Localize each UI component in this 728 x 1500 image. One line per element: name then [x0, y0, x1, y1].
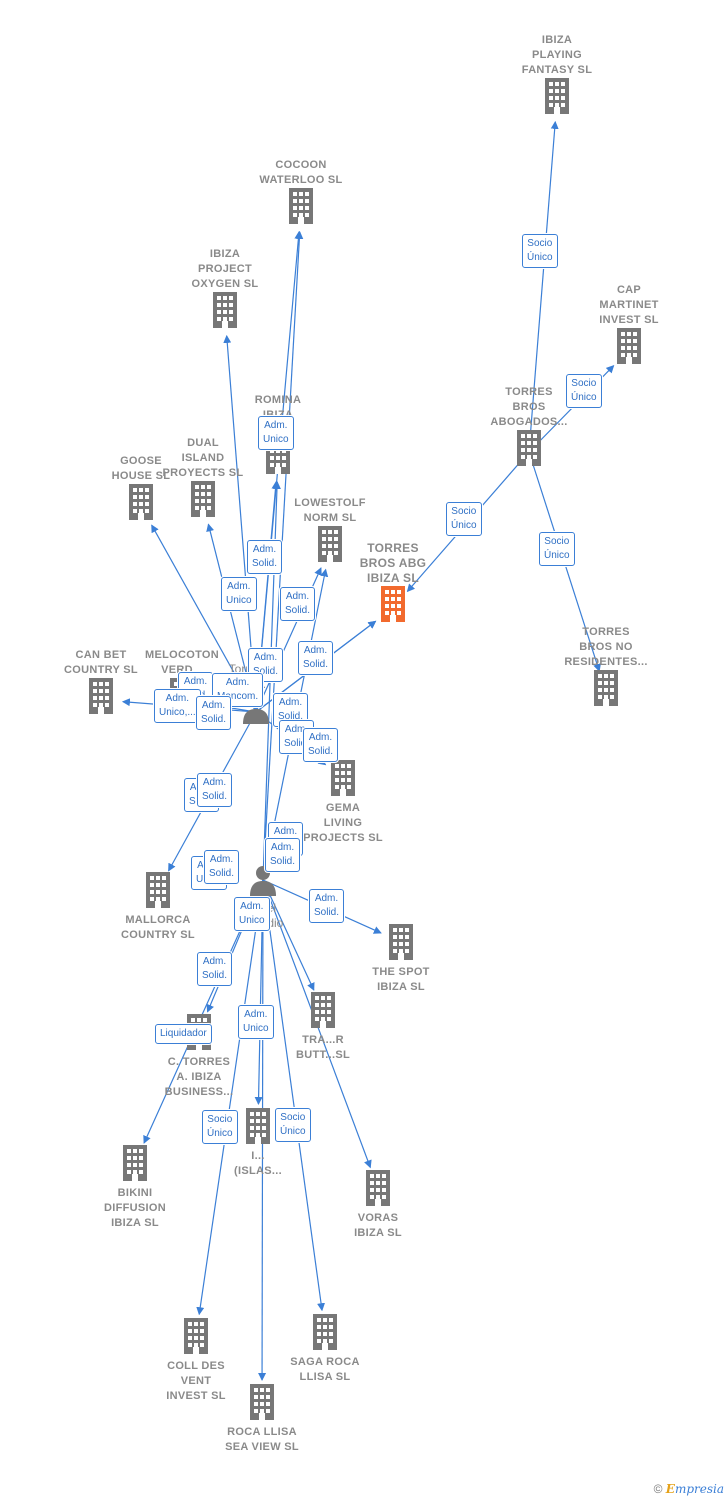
edge-label-l8[interactable]: Adm. Solid.: [280, 587, 316, 621]
edge-label-l19[interactable]: Adm. Solid.: [197, 773, 233, 807]
building-icon: [546, 670, 666, 711]
building-icon: [270, 526, 390, 567]
company-name: THE SPOT IBIZA SL: [372, 966, 430, 993]
edge-label-l5[interactable]: Adm. Unico: [258, 416, 294, 450]
company-node-trader[interactable]: TRA...R BUTT...SL: [263, 992, 383, 1063]
building-icon: [263, 992, 383, 1033]
company-node-can-bet[interactable]: CAN BET COUNTRY SL: [41, 648, 161, 719]
building-icon: [265, 1314, 385, 1355]
edge-label-l6[interactable]: Adm. Solid.: [247, 540, 283, 574]
company-node-islas[interactable]: I... (ISLAS...: [198, 1108, 318, 1179]
company-name: CAP MARTINET INVEST SL: [599, 284, 659, 326]
company-node-torres-abogados[interactable]: TORRES BROS ABOGADOS...: [469, 385, 589, 471]
company-name: ROCA LLISA SEA VIEW SL: [225, 1426, 299, 1453]
edge-label-l30[interactable]: Adm. Unico: [238, 1005, 274, 1039]
edge-label-l13[interactable]: Adm. Unico,...: [154, 689, 201, 723]
edge-label-l7[interactable]: Adm. Unico: [221, 577, 257, 611]
building-icon: [469, 430, 589, 471]
company-name: C. TORRES A. IBIZA BUSINESS...: [164, 1056, 234, 1098]
company-node-bikini[interactable]: BIKINI DIFFUSION IBIZA SL: [75, 1145, 195, 1231]
copyright-symbol: ©: [653, 1482, 663, 1496]
building-icon: [165, 292, 285, 333]
company-name: VORAS IBIZA SL: [354, 1212, 402, 1239]
footer-brand: © Empresia: [654, 1482, 724, 1496]
company-node-ibiza-playing[interactable]: IBIZA PLAYING FANTASY SL: [497, 33, 617, 119]
edge-p2-to-saga_roca: [262, 879, 326, 1312]
company-name: TRA...R BUTT...SL: [295, 1034, 351, 1061]
building-icon: [341, 924, 461, 965]
company-name: TORRES BROS ABG IBIZA SL: [359, 541, 427, 585]
company-name: MALLORCA COUNTRY SL: [121, 914, 195, 941]
company-node-coll-des-vent[interactable]: COLL DES VENT INVEST SL: [136, 1318, 256, 1404]
building-icon: [569, 328, 689, 369]
company-node-dual-island[interactable]: DUAL ISLAND PROYECTS SL: [143, 436, 263, 522]
edge-label-l22[interactable]: Adm. Solid.: [204, 850, 240, 884]
company-node-roca-llisa[interactable]: ROCA LLISA SEA VIEW SL: [202, 1384, 322, 1455]
company-name: CAN BET COUNTRY SL: [64, 649, 138, 676]
company-node-gema[interactable]: GEMA LIVING PROJECTS SL: [283, 760, 403, 846]
building-icon: [75, 1145, 195, 1186]
edge-label-l4[interactable]: Socio Único: [539, 532, 575, 566]
company-name: I... (ISLAS...: [234, 1150, 282, 1177]
company-node-torres-no-res[interactable]: TORRES BROS NO RESIDENTES...: [546, 625, 666, 711]
edge-label-l14[interactable]: Adm. Solid.: [196, 696, 232, 730]
edge-label-l10[interactable]: Adm. Solid.: [298, 641, 334, 675]
edge-label-l3[interactable]: Socio Único: [446, 502, 482, 536]
company-name: COCOON WATERLOO SL: [259, 159, 343, 186]
company-name: DUAL ISLAND PROYECTS SL: [162, 437, 244, 479]
company-name: TORRES BROS NO RESIDENTES...: [564, 626, 648, 668]
company-name: GEMA LIVING PROJECTS SL: [303, 802, 383, 844]
edge-p2-to-coll_des_vent: [196, 879, 264, 1316]
edge-label-l2[interactable]: Socio Único: [566, 374, 602, 408]
edge-label-l29[interactable]: Socio Único: [275, 1108, 311, 1142]
edge-torres_abogados-to-ibiza_playing: [528, 120, 559, 453]
company-node-the-spot[interactable]: THE SPOT IBIZA SL: [341, 924, 461, 995]
building-icon: [202, 1384, 322, 1425]
edge-label-l26[interactable]: Adm. Solid.: [197, 952, 233, 986]
edge-label-l24[interactable]: Adm. Solid.: [309, 889, 345, 923]
building-icon: [241, 188, 361, 229]
company-node-torres-abg[interactable]: TORRES BROS ABG IBIZA SL: [333, 541, 453, 627]
empresia-logo[interactable]: Empresia: [665, 1482, 724, 1496]
building-icon: [283, 760, 403, 801]
building-icon: [333, 586, 453, 627]
edge-label-l27[interactable]: Adm. Unico: [234, 897, 270, 931]
edge-label-l23[interactable]: Adm. Solid.: [265, 838, 301, 872]
company-name: GOOSE HOUSE SL: [111, 455, 171, 482]
company-name: COLL DES VENT INVEST SL: [166, 1360, 226, 1402]
company-node-cap-martinet[interactable]: CAP MARTINET INVEST SL: [569, 283, 689, 369]
building-icon: [198, 1108, 318, 1149]
edge-label-l1[interactable]: Socio Único: [522, 234, 558, 268]
company-node-ibiza-project[interactable]: IBIZA PROJECT OXYGEN SL: [165, 247, 285, 333]
company-name: BIKINI DIFFUSION IBIZA SL: [104, 1187, 166, 1229]
company-node-goose[interactable]: GOOSE HOUSE SL: [81, 454, 201, 525]
edge-p2-to-trader: [262, 879, 315, 991]
company-name: IBIZA PLAYING FANTASY SL: [521, 34, 593, 76]
company-name: TORRES BROS ABOGADOS...: [490, 386, 568, 428]
building-icon: [81, 484, 201, 525]
building-icon: [318, 1170, 438, 1211]
company-name: SAGA ROCA LLISA SL: [290, 1356, 360, 1383]
building-icon: [136, 1318, 256, 1359]
building-icon: [497, 78, 617, 119]
company-name: LOWESTOLF NORM SL: [294, 497, 366, 524]
company-node-cocoon[interactable]: COCOON WATERLOO SL: [241, 158, 361, 229]
building-icon: [41, 678, 161, 719]
building-icon: [143, 481, 263, 522]
company-node-lowestolf[interactable]: LOWESTOLF NORM SL: [270, 496, 390, 567]
edge-label-l25[interactable]: Liquidador: [155, 1024, 212, 1044]
company-node-saga-roca[interactable]: SAGA ROCA LLISA SL: [265, 1314, 385, 1385]
edge-label-l17[interactable]: Adm. Solid.: [303, 728, 339, 762]
building-icon: [98, 872, 218, 913]
edge-label-l28[interactable]: Socio Único: [202, 1110, 238, 1144]
company-node-mallorca[interactable]: MALLORCA COUNTRY SL: [98, 872, 218, 943]
company-node-voras[interactable]: VORAS IBIZA SL: [318, 1170, 438, 1241]
company-name: IBIZA PROJECT OXYGEN SL: [191, 248, 259, 290]
edge-label-l9[interactable]: Adm. Solid.: [248, 648, 284, 682]
